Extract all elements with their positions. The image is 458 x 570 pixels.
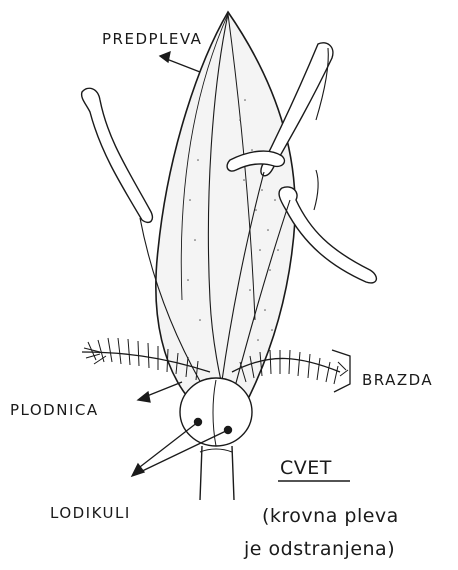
label-plodnica: PLODNICA [10,401,99,419]
caption-line2: je odstranjena) [243,538,395,560]
label-lodikuli: LODIKULI [50,504,131,522]
caption-title: CVET [280,457,332,479]
caption-line1: (krovna pleva [262,505,399,527]
anther-left [82,88,153,222]
palea [156,12,295,405]
ovary-lodicules [180,378,252,500]
label-brazda: BRAZDA [362,371,433,389]
label-predpleva: PREDPLEVA [102,30,202,48]
stalk [200,446,234,500]
